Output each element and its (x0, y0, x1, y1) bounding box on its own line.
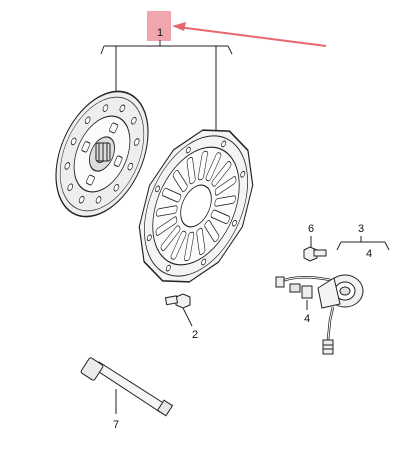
grease-tube-7 (80, 357, 174, 417)
bolt-6 (303, 246, 327, 262)
callout-4-label-bottom[interactable]: 4 (304, 313, 310, 325)
pressure-plate (138, 129, 254, 283)
bracket-3 (336, 236, 390, 251)
bracket-1 (100, 40, 233, 136)
callout-1-label[interactable]: 1 (157, 27, 163, 39)
slave-cylinder (275, 274, 364, 355)
callout-4-label-top[interactable]: 4 (366, 248, 372, 260)
callout-7-label[interactable]: 7 (113, 419, 119, 431)
disc-hub (95, 142, 111, 162)
callout-3-label[interactable]: 3 (358, 223, 364, 235)
callout-2-label[interactable]: 2 (192, 329, 198, 341)
callout-6-label[interactable]: 6 (308, 223, 314, 235)
bleeder-fitting (301, 285, 313, 299)
bolt-2 (164, 293, 193, 327)
callout-1-highlight[interactable] (147, 11, 171, 41)
pointer-arrow (172, 22, 327, 47)
